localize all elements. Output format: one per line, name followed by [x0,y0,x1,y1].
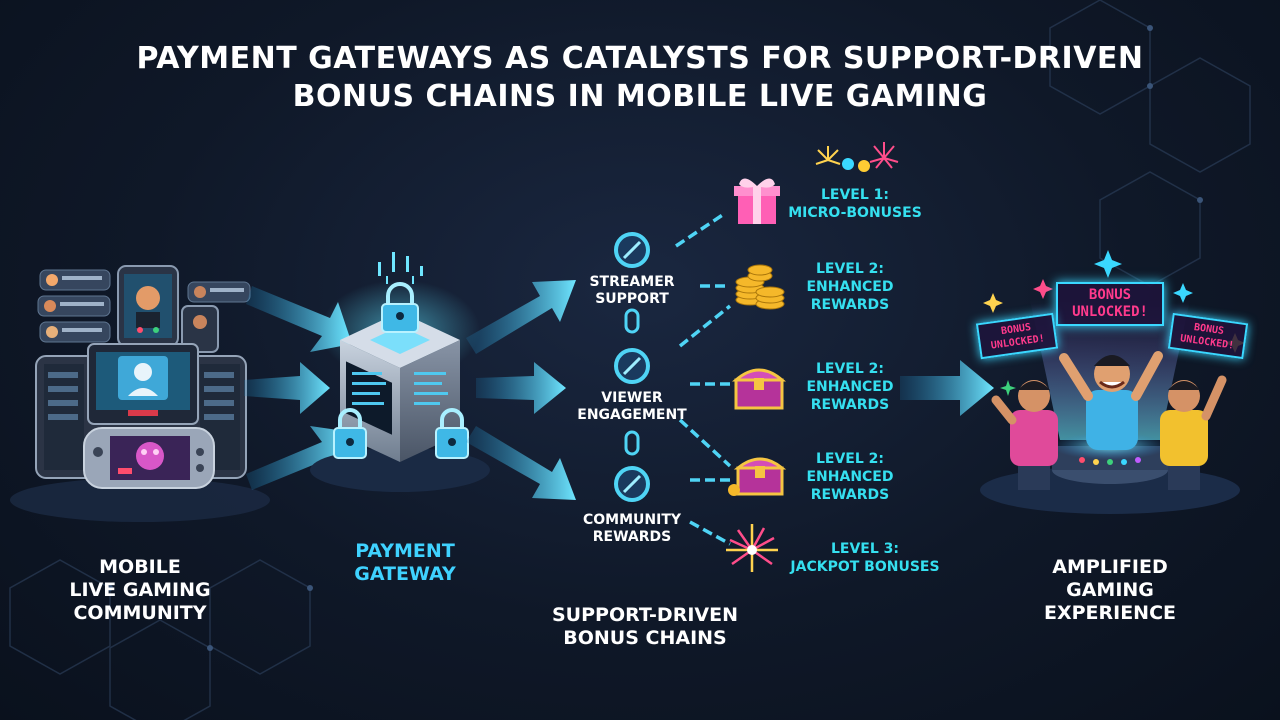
level-label-line-1: LEVEL 1: [820,187,890,203]
experience-label-line-1: AMPLIFIED [1052,556,1168,578]
game-console-icon [83,427,215,489]
gamer-figure-icon [991,380,1058,490]
device-cluster [10,265,270,522]
chains-label: SUPPORT-DRIVEN BONUS CHAINS [530,604,760,650]
chain-node-label-line-2: ENGAGEMENT [577,407,687,423]
chains-label-line-1: SUPPORT-DRIVEN [551,604,738,626]
chain-node-viewer-engagement: VIEWER ENGAGEMENT [572,390,692,424]
chain-link-icon [675,212,732,546]
experience-label: AMPLIFIED GAMING EXPERIENCE [1010,556,1210,625]
level-label-line-3: REWARDS [810,487,890,503]
gamer-figure-icon [1059,351,1163,450]
firework-icon [815,142,899,172]
celebration-scene [980,250,1245,514]
chain-node-streamer-support: STREAMER SUPPORT [572,274,692,308]
treasure-chest-icon [731,368,787,410]
level-label-line-1: LEVEL 2: [815,451,885,467]
gift-box-icon [734,178,780,224]
level-label-line-3: REWARDS [810,397,890,413]
level-label-line-1: LEVEL 3: [830,541,900,557]
gamer-figure-icon [1160,375,1227,490]
level-label-line-1: LEVEL 2: [815,261,885,277]
treasure-chest-icon [728,457,787,496]
experience-label-line-3: EXPERIENCE [1043,602,1177,624]
chain-node-label-line-1: COMMUNITY [582,512,682,528]
page-title: PAYMENT GATEWAYS AS CATALYSTS FOR SUPPOR… [0,40,1280,116]
level-label-line-2: ENHANCED [806,279,894,295]
padlock-icon [381,282,419,333]
chain-node-label-line-1: STREAMER [589,274,675,290]
experience-arrow [900,360,994,416]
bonus-unlocked-sign-center: BONUS UNLOCKED! [1056,282,1164,326]
experience-label-line-2: GAMING [1066,579,1154,601]
community-label: MOBILE LIVE GAMING COMMUNITY [40,556,240,625]
chat-bubble-icon [37,269,251,343]
chain-node-label-line-2: REWARDS [592,529,672,545]
gateway-label-line-2: GATEWAY [354,563,456,585]
level-2-enhanced-rewards: LEVEL 2: ENHANCED REWARDS [790,260,910,314]
level-1-micro-bonuses: LEVEL 1: MICRO-BONUSES [780,186,930,222]
community-label-line-1: MOBILE [99,556,181,578]
output-arrows [466,280,576,500]
level-label-line-3: REWARDS [810,297,890,313]
coin-stack-icon [735,264,785,310]
chain-node-community-rewards: COMMUNITY REWARDS [572,512,692,546]
level-3-jackpot-bonuses: LEVEL 3: JACKPOT BONUSES [780,540,950,576]
chain-node-label-line-1: VIEWER [601,390,663,406]
payment-gateway-server [310,252,490,492]
chain-node-label-line-2: SUPPORT [595,291,669,307]
level-label-line-2: ENHANCED [806,469,894,485]
level-label-line-1: LEVEL 2: [815,361,885,377]
padlock-icon [333,408,367,459]
chains-label-line-2: BONUS CHAINS [563,627,727,649]
gateway-label: PAYMENT GATEWAY [330,540,480,586]
community-label-line-3: COMMUNITY [73,602,207,624]
level-2-enhanced-rewards: LEVEL 2: ENHANCED REWARDS [790,450,910,504]
title-line-2: BONUS CHAINS IN MOBILE LIVE GAMING [292,79,988,114]
level-label-line-2: MICRO-BONUSES [788,205,922,221]
title-line-1: PAYMENT GATEWAYS AS CATALYSTS FOR SUPPOR… [136,41,1144,76]
community-label-line-2: LIVE GAMING [69,579,211,601]
firework-icon [726,524,778,572]
sign-line-2: UNLOCKED! [1072,304,1148,320]
smartphone-icon [117,265,179,347]
level-label-line-2: JACKPOT BONUSES [790,559,940,575]
level-label-line-2: ENHANCED [806,379,894,395]
padlock-icon [435,408,469,459]
level-2-enhanced-rewards: LEVEL 2: ENHANCED REWARDS [790,360,910,414]
gateway-label-line-1: PAYMENT [355,540,455,562]
sign-line-1: BONUS [1088,287,1132,303]
